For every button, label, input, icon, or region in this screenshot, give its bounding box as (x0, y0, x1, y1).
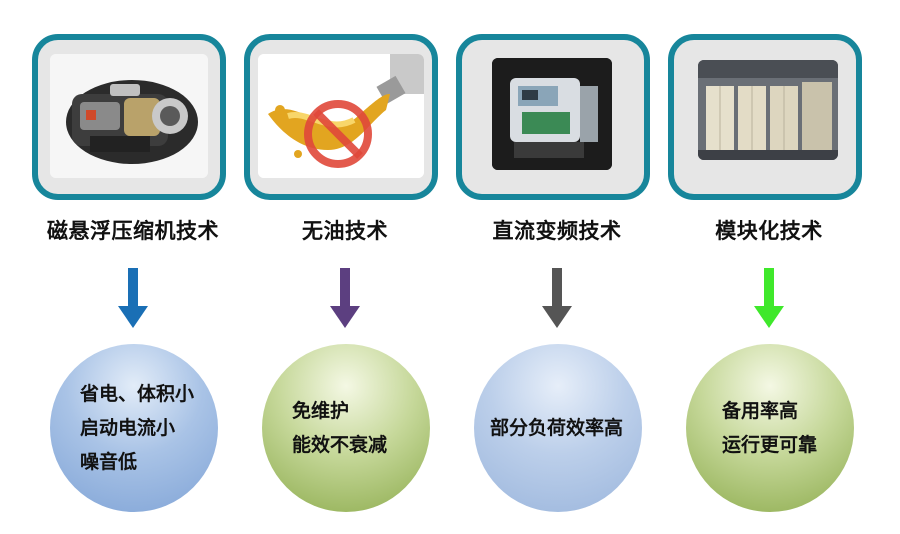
technology-card (244, 34, 438, 200)
benefit-text: 备用率高 (722, 400, 799, 422)
tech-column-1: 磁悬浮压缩机技术 省电、体积小 启动电流小 噪音低 (28, 0, 238, 534)
modular-image (698, 60, 838, 160)
benefit-circle: 省电、体积小 启动电流小 噪音低 (50, 344, 218, 512)
tech-column-2: 无油技术 免维护 能效不衰减 (240, 0, 450, 534)
benefit-text: 噪音低 (80, 451, 138, 473)
technology-card (668, 34, 862, 200)
compressor-image (50, 54, 208, 178)
benefit-text: 免维护 (292, 400, 350, 422)
tech-column-4: 模块化技术 备用率高 运行更可靠 (664, 0, 874, 534)
tech-label: 无油技术 (302, 219, 388, 243)
benefit-circle: 部分负荷效率高 (474, 344, 642, 512)
down-arrow-icon (540, 268, 574, 330)
benefit-text: 启动电流小 (80, 417, 176, 439)
oil-free-image (258, 54, 424, 178)
benefit-circle: 免维护 能效不衰减 (262, 344, 430, 512)
inverter-image (492, 58, 612, 170)
down-arrow-icon (116, 268, 150, 330)
technology-card (32, 34, 226, 200)
down-arrow-icon (328, 268, 362, 330)
benefit-text: 运行更可靠 (722, 434, 818, 456)
benefit-text: 能效不衰减 (292, 434, 388, 456)
benefit-text: 部分负荷效率高 (490, 417, 624, 439)
tech-label: 磁悬浮压缩机技术 (47, 219, 219, 243)
tech-label: 模块化技术 (715, 219, 823, 243)
benefit-text: 省电、体积小 (80, 383, 195, 405)
technology-card (456, 34, 650, 200)
down-arrow-icon (752, 268, 786, 330)
tech-label: 直流变频技术 (492, 219, 622, 243)
tech-column-3: 直流变频技术 部分负荷效率高 (452, 0, 662, 534)
benefit-circle: 备用率高 运行更可靠 (686, 344, 854, 512)
